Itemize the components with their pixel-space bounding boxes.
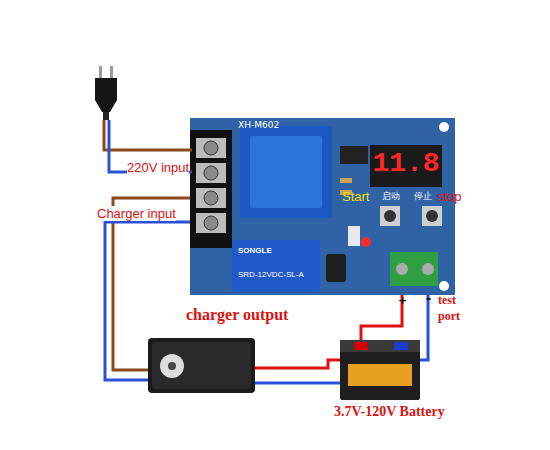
charger-body [148,338,255,393]
node-text: SONGLE [238,246,272,255]
charger-screw [168,362,176,370]
terminal-screw [204,216,218,230]
node-text: 3.7V-120V Battery [334,404,445,420]
led [361,237,371,247]
terminal-screw [422,263,434,275]
node-text: XH-M602 [238,120,279,130]
annotation-label: 220V input [127,160,189,175]
terminal-plate [196,138,226,158]
node-text: SRD-12VDC-SL-A [238,270,304,279]
wire [255,382,340,385]
mains-wire-brown [104,120,192,150]
resistor-symbol [340,178,352,183]
battery-lid [340,340,420,352]
battery-sticker [348,364,412,386]
relay: SONGLE SRD-12VDC-SL-A [232,240,320,292]
test-port-terminal [390,252,438,286]
charger-face [152,342,251,389]
annotation-label: - [426,291,431,306]
wire [361,295,402,340]
annotation-label: Charger input [97,206,176,221]
control-board: XH-M602 11.8 SONGLE SRD-12VDC-SL-A [190,118,455,295]
plug-body [95,78,117,112]
button-cap [384,210,396,222]
wire [255,360,340,368]
battery-plus-cap [354,342,368,350]
plug-cable [103,112,109,120]
mount-hole [439,281,449,291]
board-art [190,118,455,295]
battery-body [340,340,420,400]
stop-button [422,206,442,226]
terminal-block [190,130,232,248]
display-body [370,145,442,187]
battery-minus-cap [394,342,408,350]
wire [113,198,190,370]
annotation-label: stop [437,189,462,204]
power-plug [95,66,117,120]
button-cap [426,210,438,222]
relay-body [232,240,320,292]
diode [348,226,360,246]
transformer-core [250,136,322,208]
plug-prong [99,66,102,78]
ic-chip [340,146,368,164]
annotation-label: 停止 [414,190,432,203]
charger-sticker [160,354,184,378]
voltage-display: 11.8 [370,145,442,187]
terminal-plate [196,163,226,183]
battery: 3.7V-120V Battery [340,340,420,400]
annotation-label: test port [438,292,470,324]
wire [105,222,190,380]
plug-prong [110,66,113,78]
terminal-screw [204,191,218,205]
terminal-plate [196,213,226,233]
terminal-screw [204,166,218,180]
start-button [380,206,400,226]
annotation-label: + [398,294,407,307]
annotation-label: Start [342,189,369,204]
capacitor [326,254,346,282]
terminal-screw [204,141,218,155]
annotation-label: 启动 [382,190,400,203]
node-text: charger output [186,306,288,324]
pcb [190,118,455,295]
charger-art [148,338,255,393]
terminal-screw [396,263,408,275]
mount-hole [439,122,449,132]
terminal-plate [196,188,226,208]
charger: charger output [148,338,255,393]
battery-art [340,340,420,400]
transformer [240,126,332,218]
node-text: 11.8 [370,148,442,179]
